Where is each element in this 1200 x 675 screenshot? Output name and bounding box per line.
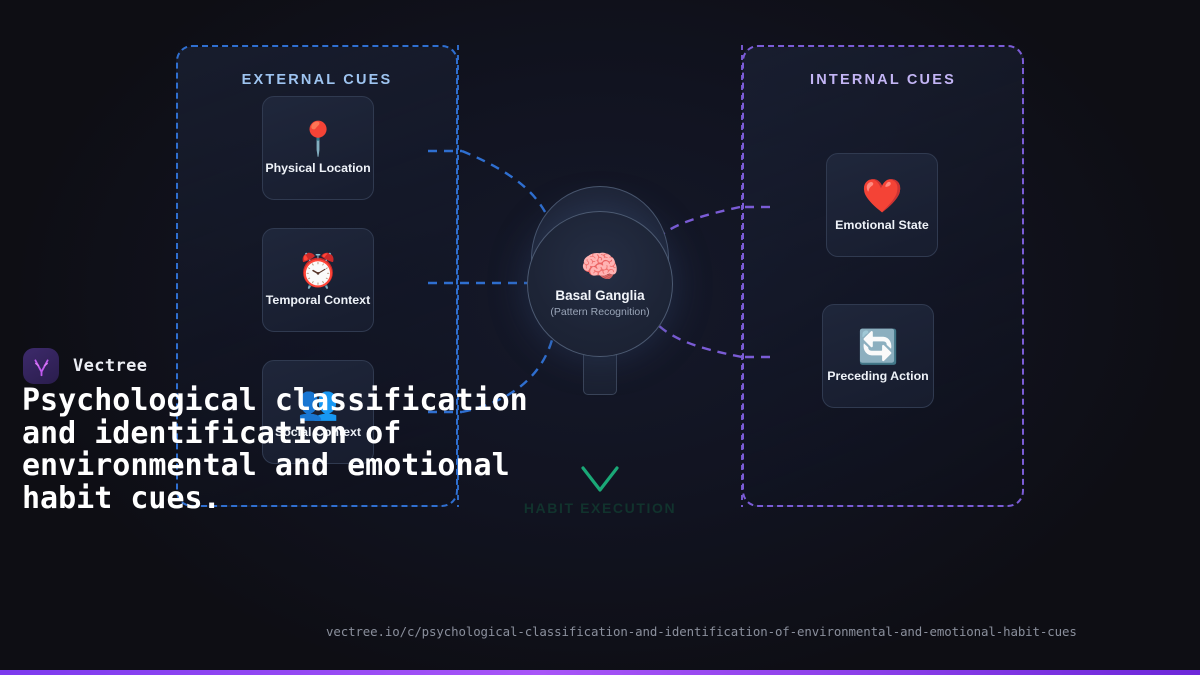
basal-ganglia-title: Basal Ganglia (555, 287, 645, 303)
headline-text: Psychological classification and identif… (22, 383, 528, 516)
cue-label-preceding-action: Preceding Action (827, 368, 929, 383)
habit-execution-arrow (581, 348, 619, 492)
cue-card-social-context[interactable]: 👥 Social Context (262, 360, 374, 464)
cue-label-emotional-state: Emotional State (835, 217, 929, 232)
cue-card-physical-location[interactable]: 📍 Physical Location (262, 96, 374, 200)
arrows-counterclockwise-icon: 🔄 (857, 327, 899, 365)
basal-ganglia-subtitle: (Pattern Recognition) (550, 305, 650, 318)
cue-label-physical-location: Physical Location (265, 160, 371, 175)
brand-name: Vectree (73, 356, 148, 376)
cue-card-emotional-state[interactable]: ❤️ Emotional State (826, 153, 938, 257)
vectree-mark-icon (33, 358, 49, 376)
connector-external-bottom-curve (461, 331, 556, 414)
internal-cues-title: INTERNAL CUES (810, 72, 956, 88)
basal-ganglia-node[interactable]: 🧠 Basal Ganglia (Pattern Recognition) (527, 211, 673, 357)
brand-row: Vectree (23, 348, 147, 384)
footer-url: vectree.io/c/psychological-classificatio… (326, 624, 1077, 639)
connector-external-top-curve (461, 149, 558, 244)
vectree-logo-icon (23, 348, 59, 384)
brain-icon: 🧠 (580, 248, 620, 284)
cue-card-preceding-action[interactable]: 🔄 Preceding Action (822, 304, 934, 408)
heart-icon: ❤️ (861, 176, 903, 214)
cue-label-social-context: Social Context (274, 424, 362, 439)
external-cues-title: EXTERNAL CUES (241, 72, 393, 88)
cue-card-temporal-context[interactable]: ⏰ Temporal Context (262, 228, 374, 332)
busts-in-silhouette-icon: 👥 (297, 383, 339, 421)
habit-execution-label: HABIT EXECUTION (523, 500, 677, 516)
bottom-accent-bar (0, 670, 1200, 675)
alarm-clock-icon: ⏰ (297, 251, 339, 289)
internal-cues-panel: INTERNAL CUES (742, 45, 1024, 507)
pushpin-icon: 📍 (297, 119, 339, 157)
cue-label-temporal-context: Temporal Context (265, 292, 371, 307)
